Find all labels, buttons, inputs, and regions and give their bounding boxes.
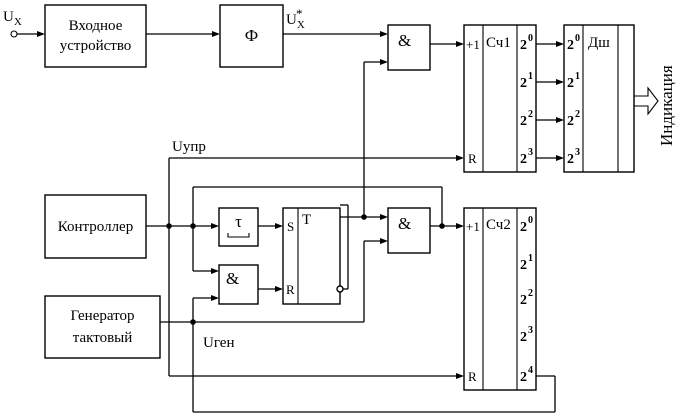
trigger-s-label: S — [287, 219, 294, 234]
ux-input-terminal — [10, 30, 18, 38]
phi-block — [219, 4, 284, 68]
counter2-plus1: +1 — [466, 219, 480, 234]
trigger-block — [282, 207, 341, 305]
counter1-out-exp: 2 — [528, 109, 533, 120]
decoder-label: Дш — [588, 35, 610, 51]
trigger-t-label: T — [302, 212, 311, 228]
counter2-out-base: 2 — [520, 330, 527, 345]
trigger-inverted-output — [336, 285, 344, 293]
tau-label: τ — [235, 212, 242, 231]
generator-label-2: тактовый — [73, 330, 133, 346]
and-gate-top — [387, 24, 431, 71]
counter1-out-base: 2 — [520, 152, 527, 167]
uxstar-label: UX — [286, 12, 305, 31]
uxstar-sup: * — [296, 6, 303, 21]
counter2-out-exp: 3 — [528, 325, 533, 336]
counter1-out-base: 2 — [520, 76, 527, 91]
counter1-out-exp: 1 — [528, 71, 533, 82]
and-gate-bottom-label: & — [226, 269, 239, 288]
decoder-in-exp: 0 — [575, 33, 580, 44]
counter2-out-base: 2 — [520, 220, 527, 235]
delay-pulse-icon — [227, 233, 250, 238]
ugen-label: Uген — [203, 335, 234, 351]
counter1-out-base: 2 — [520, 114, 527, 129]
and-gate-middle — [387, 207, 431, 254]
decoder-in-exp: 2 — [575, 109, 580, 120]
counter2-out-exp: 2 — [528, 288, 533, 299]
decoder-in-base: 2 — [567, 76, 574, 91]
trigger-r-label: R — [286, 282, 295, 297]
phi-label: Ф — [245, 26, 258, 45]
decoder-in-exp: 3 — [575, 147, 580, 158]
and-gate-middle-label: & — [398, 214, 411, 233]
counter1-reset: R — [468, 151, 477, 166]
decoder-in-base: 2 — [567, 38, 574, 53]
counter2-out-base: 2 — [520, 258, 527, 273]
input-device-label-1: Входное — [69, 18, 123, 34]
and-gate-bottom — [218, 264, 259, 305]
decoder-in-base: 2 — [567, 152, 574, 167]
counter2-label: Сч2 — [486, 217, 511, 233]
counter2-out-base: 2 — [520, 293, 527, 308]
decoder-block — [563, 24, 635, 173]
counter2-out-exp: 0 — [528, 215, 533, 226]
counter2-block — [463, 207, 537, 391]
indication-label: Индикация — [657, 65, 676, 146]
generator-block — [44, 295, 161, 359]
indication-arrow — [633, 86, 659, 116]
counter2-reset: R — [468, 369, 477, 384]
uupr-label: Uупр — [172, 139, 206, 155]
decoder-in-base: 2 — [567, 114, 574, 129]
counter2-out-exp: 4 — [528, 365, 533, 376]
counter2-out-base: 2 — [520, 370, 527, 385]
input-device-label-2: устройство — [60, 38, 132, 54]
generator-label-1: Генератор — [71, 308, 135, 324]
counter1-plus1: +1 — [466, 37, 480, 52]
controller-block — [44, 194, 147, 259]
counter1-block — [463, 24, 537, 173]
counter1-out-exp: 0 — [528, 33, 533, 44]
counter1-out-base: 2 — [520, 38, 527, 53]
input-device-block — [44, 4, 147, 68]
delay-block — [218, 207, 259, 247]
counter1-label: Сч1 — [486, 35, 511, 51]
wires — [10, 30, 659, 413]
controller-label: Контроллер — [58, 219, 133, 235]
and-gate-top-label: & — [398, 31, 411, 50]
counter1-out-exp: 3 — [528, 147, 533, 158]
counter2-out-exp: 1 — [528, 253, 533, 264]
ux-label: UX — [3, 9, 22, 28]
decoder-in-exp: 1 — [575, 71, 580, 82]
